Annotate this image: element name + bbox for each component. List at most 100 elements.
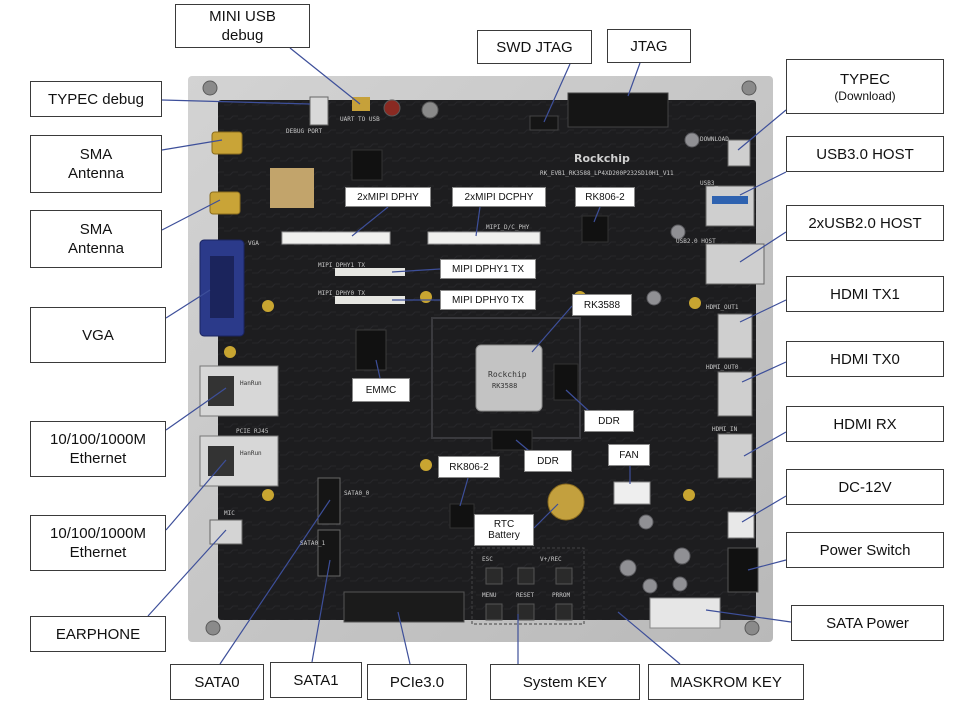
silk-pcie-rj45: PCIE RJ45: [236, 428, 269, 435]
leader-sata-power: [705, 609, 792, 623]
rtc-battery-part: [547, 483, 585, 521]
silk-hdmi-in: HDMI_IN: [712, 426, 738, 433]
label-eth1-line1: 10/100/1000M: [50, 431, 146, 448]
silk-reset: RESET: [516, 592, 535, 599]
leader-rk806-top: [593, 206, 601, 223]
label-usb2-host: 2xUSB2.0 HOST: [786, 205, 944, 241]
chip-rk806-bottom: RK806-2: [438, 456, 500, 478]
label-earphone: EARPHONE: [30, 616, 166, 652]
chip-2xmipi-dphy: 2xMIPI DPHY: [345, 187, 431, 207]
silk-debug-port: DEBUG PORT: [286, 128, 323, 135]
silk-menu: MENU: [482, 592, 497, 599]
hdmi-tx0-port: [717, 371, 753, 417]
dc-jack: [727, 511, 755, 539]
label-hdmi-tx1: HDMI TX1: [786, 276, 944, 312]
label-mini-usb-line2: debug: [221, 27, 264, 44]
label-typec-line2: (Download): [834, 88, 896, 103]
leader-hdmi-rx: [743, 431, 787, 457]
earphone-jack: [209, 519, 243, 545]
ic-small-1: [351, 149, 383, 181]
chip-mipi-dphy0-tx: MIPI DPHY0 TX: [440, 290, 536, 310]
label-swd-jtag: SWD JTAG: [477, 30, 592, 64]
emmc-chip: [355, 329, 387, 371]
silk-usb2-host: USB2.0 HOST: [676, 238, 716, 245]
silk-vrec: V+/REC: [540, 556, 562, 563]
silk-prrom: PRROM: [552, 592, 571, 599]
leader-dc: [741, 495, 787, 523]
hdmi-rx-port: [717, 433, 753, 479]
silk-hdmi-out1: HDMI_OUT1: [706, 304, 739, 311]
chip-fan: FAN: [608, 444, 650, 466]
silk-mic: MIC: [224, 510, 235, 517]
label-pcie: PCIe3.0: [367, 664, 467, 700]
rk806-bottom-chip: [449, 503, 475, 529]
silk-esc: ESC: [482, 556, 493, 563]
mipi-dphy-connector: [281, 231, 391, 245]
label-typec-line1: TYPEC: [839, 70, 890, 88]
wifi-module: [270, 168, 314, 208]
leader-power: [747, 559, 787, 571]
ddr-chip-right: [553, 363, 579, 401]
silk-hdmi-out0: HDMI_OUT0: [706, 364, 739, 371]
label-sma2-line2: Antenna: [68, 240, 124, 257]
label-hdmi-rx: HDMI RX: [786, 406, 944, 442]
leader-vga: [165, 289, 211, 319]
leader-usb2: [739, 231, 787, 263]
key-panel-outline: [471, 547, 585, 625]
silk-usb3: USB3_: [700, 180, 719, 187]
label-ethernet-1: 10/100/1000M Ethernet: [30, 421, 166, 477]
label-mini-usb-debug: MINI USB debug: [175, 4, 310, 48]
typec-download-port: [727, 139, 751, 167]
silk-mipi-dphy0: MIPI_DPHY0_TX: [318, 290, 365, 297]
label-maskrom-key: MASKROM KEY: [648, 664, 804, 700]
ddr-chip-bottom: [491, 429, 533, 451]
silk-sata0: SATA0_0: [344, 490, 370, 497]
leader-maskrom: [617, 611, 681, 665]
leader-mini-usb: [289, 47, 361, 105]
rtc-line-2: Battery: [488, 530, 520, 541]
key-buttons: [485, 567, 573, 621]
sata1-connector: [317, 529, 341, 577]
label-sma1-line1: SMA: [79, 146, 113, 163]
sma-connectors: [209, 131, 243, 215]
leader-eth-1: [165, 387, 227, 431]
silk-board-id: RK_EVB1_RK3588_LP4XD200P232SD10H1_V11: [540, 170, 674, 177]
label-typec-debug: TYPEC debug: [30, 81, 162, 117]
label-sata1: SATA1: [270, 662, 362, 698]
silk-vga: VGA: [248, 240, 259, 247]
label-ethernet-2: 10/100/1000M Ethernet: [30, 515, 166, 571]
label-power-switch: Power Switch: [786, 532, 944, 568]
leader-typec-download: [737, 109, 787, 151]
label-sma2-line1: SMA: [79, 221, 113, 238]
chip-ddr-right: DDR: [584, 410, 634, 432]
label-hdmi-tx0: HDMI TX0: [786, 341, 944, 377]
label-eth2-line1: 10/100/1000M: [50, 525, 146, 542]
leader-sata0: [219, 499, 331, 665]
label-eth1-line2: Ethernet: [69, 450, 127, 467]
leader-ddr-right: [565, 389, 591, 413]
chip-emmc: EMMC: [352, 378, 410, 402]
leader-sma-1: [161, 139, 223, 151]
fan-header: [613, 481, 651, 505]
capacitors: [619, 132, 700, 594]
leader-earphone: [147, 529, 227, 617]
leader-lines: [147, 47, 792, 665]
silk-uart-to-usb: UART TO USB: [340, 116, 380, 123]
rtc-line-1: RTC: [493, 519, 515, 530]
leader-pcie: [397, 611, 411, 665]
mipi-dcphy-connector: [427, 231, 541, 245]
chip-rk3588: RK3588: [572, 294, 632, 316]
label-system-key: System KEY: [490, 664, 640, 700]
leader-dphy2x: [351, 206, 389, 237]
label-sata0: SATA0: [170, 664, 264, 700]
silk-soc-part: RK3588: [492, 382, 518, 390]
label-dc-12v: DC-12V: [786, 469, 944, 505]
label-mini-usb-line1: MINI USB: [209, 8, 276, 25]
mounting-holes: [224, 291, 701, 501]
leader-swd: [543, 63, 571, 123]
jtag-header: [567, 92, 669, 128]
leader-jtag: [627, 62, 641, 97]
label-sma-antenna-2: SMA Antenna: [30, 210, 162, 268]
label-sma1-line2: Antenna: [68, 165, 124, 182]
sata-power-connector: [649, 597, 721, 629]
